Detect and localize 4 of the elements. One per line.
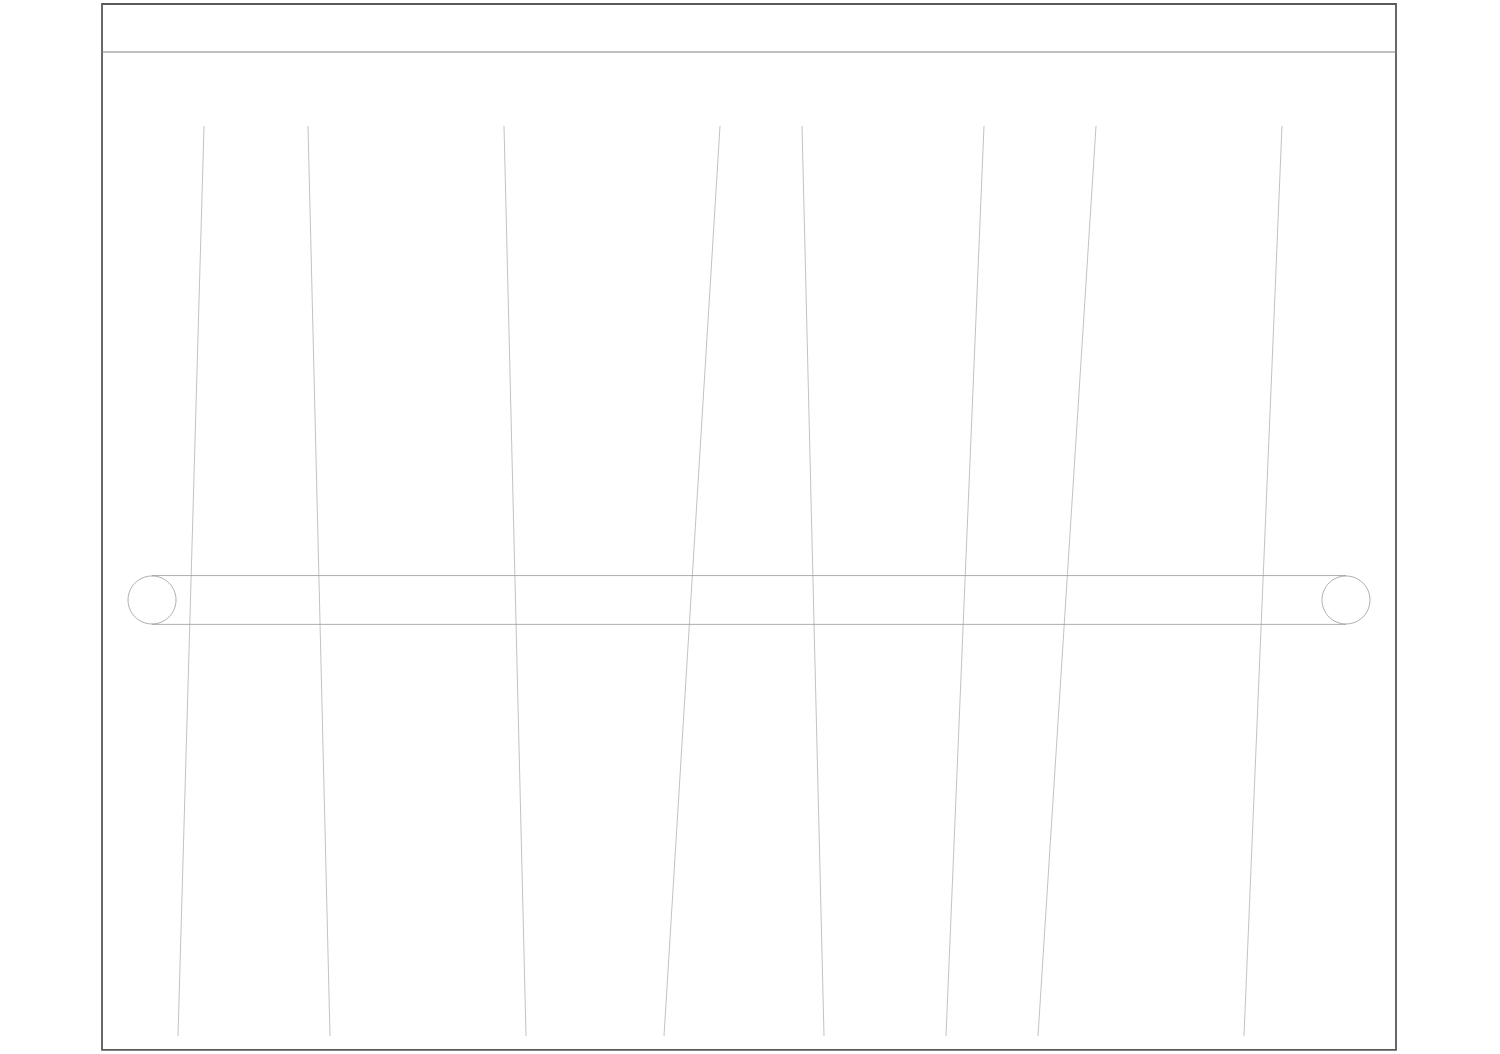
roller-circle xyxy=(1321,575,1371,625)
roller-circle xyxy=(127,575,177,625)
belt-line xyxy=(151,575,1347,576)
belt-line xyxy=(151,624,1347,625)
